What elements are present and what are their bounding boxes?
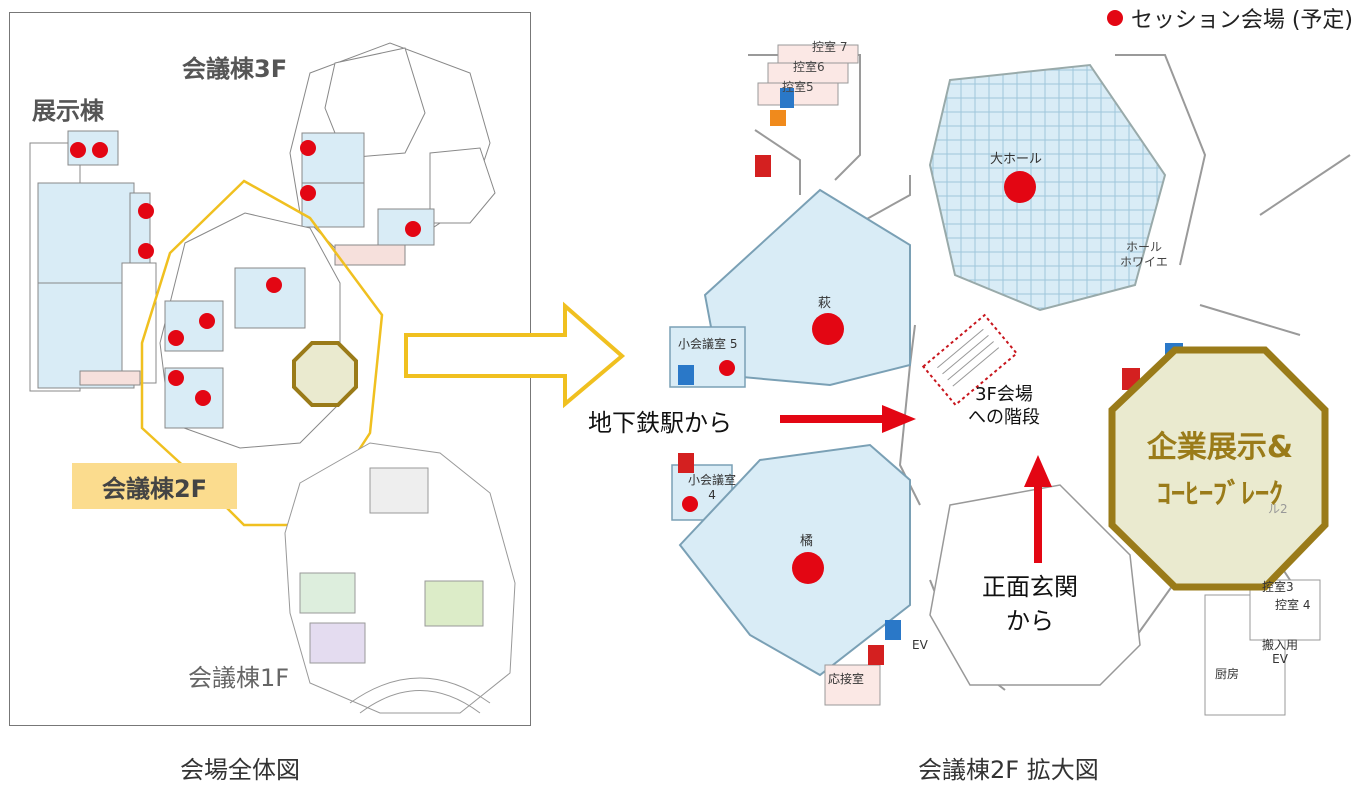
- booth-octagon-large: [1108, 346, 1329, 591]
- detail-map: [669, 44, 1351, 716]
- label-conf-2f: 会議棟2F: [72, 463, 237, 509]
- label-small5: 小会議室 5: [678, 337, 738, 351]
- label-hannyu-ev: 搬入用 EV: [1262, 638, 1298, 666]
- label-hall: ホール: [1125, 240, 1162, 254]
- label-hall2: ル2: [1268, 502, 1288, 516]
- label-from-subway: 地下鉄駅から: [588, 409, 732, 437]
- label-ousetsu: 応接室: [828, 672, 865, 686]
- route-arrows: [780, 405, 1052, 563]
- room-ousetsu: [824, 664, 881, 706]
- detail-caption: 会議棟2F 拡大図: [918, 756, 1099, 784]
- label-small4: 小会議室 4: [688, 473, 736, 503]
- label-conf-3f: 会議棟3F: [182, 55, 288, 83]
- label-hikae4: 控室 4: [1275, 598, 1311, 612]
- transition-arrow: [404, 301, 626, 409]
- label-booth-line1: 企業展示&: [1146, 430, 1294, 465]
- label-booth-line2: ｺｰﾋｰﾌﾞﾚｰｸ: [1156, 477, 1283, 510]
- label-hikae7: 控室 7: [812, 40, 848, 54]
- exhibit-hall-plan: [29, 130, 157, 392]
- conf-1f-plan: [284, 442, 516, 714]
- label-hannyu-ev2: EV: [1272, 652, 1288, 666]
- label-ev: EV: [912, 638, 928, 652]
- label-exhibit-hall: 展示棟: [32, 97, 104, 125]
- label-booth: 企業展示& ｺｰﾋｰﾌﾞﾚｰｸ: [1120, 425, 1320, 517]
- conf-2f-plan: [159, 212, 341, 449]
- label-daihall: 大ホール: [990, 152, 1043, 167]
- overview-map: [29, 42, 516, 714]
- legend-label: セッション会場 (予定): [1130, 8, 1353, 33]
- label-conf-1f: 会議棟1F: [188, 664, 290, 692]
- label-hagi: 萩: [818, 296, 832, 311]
- conf-2f-highlight: [140, 179, 384, 527]
- label-stairs-line2: への階段: [968, 407, 1040, 428]
- label-stairs: 3F会場 への階段: [968, 383, 1040, 429]
- label-small4-line1: 小会議室: [688, 473, 737, 487]
- upper-rooms: [757, 44, 859, 106]
- label-from-entrance: 正面玄関 から: [982, 570, 1078, 638]
- overview-panel: 展示棟 会議棟3F 会議棟2F 会議棟1F: [9, 12, 531, 726]
- detail-session-dots: [682, 171, 1036, 584]
- label-hannyu: 搬入用: [1262, 638, 1299, 652]
- overview-caption: 会場全体図: [180, 756, 300, 784]
- label-chubo: 厨房: [1215, 667, 1240, 681]
- label-foyer: ホワイエ: [1120, 255, 1168, 269]
- label-small4-line2: 4: [708, 488, 716, 502]
- label-entrance-line2: から: [1006, 607, 1054, 635]
- overview-session-dots: [70, 140, 421, 406]
- label-entrance-line1: 正面玄関: [982, 573, 1078, 601]
- front-entrance-area: [929, 484, 1141, 686]
- label-hikae3: 控室3: [1262, 580, 1294, 594]
- label-hall-foyer: ホール ホワイエ: [1120, 240, 1168, 270]
- label-hikae6: 控室6: [793, 60, 825, 74]
- label-hikae5: 控室5: [782, 80, 814, 94]
- stairs-marker: [921, 313, 1019, 407]
- label-stairs-line1: 3F会場: [975, 384, 1033, 405]
- booth-octagon-small: [292, 341, 358, 407]
- big-hall: [928, 63, 1167, 312]
- session-dot-icon: [1106, 10, 1123, 26]
- map-legend: セッション会場 (予定): [1106, 2, 1353, 34]
- label-tachibana: 橘: [800, 534, 814, 549]
